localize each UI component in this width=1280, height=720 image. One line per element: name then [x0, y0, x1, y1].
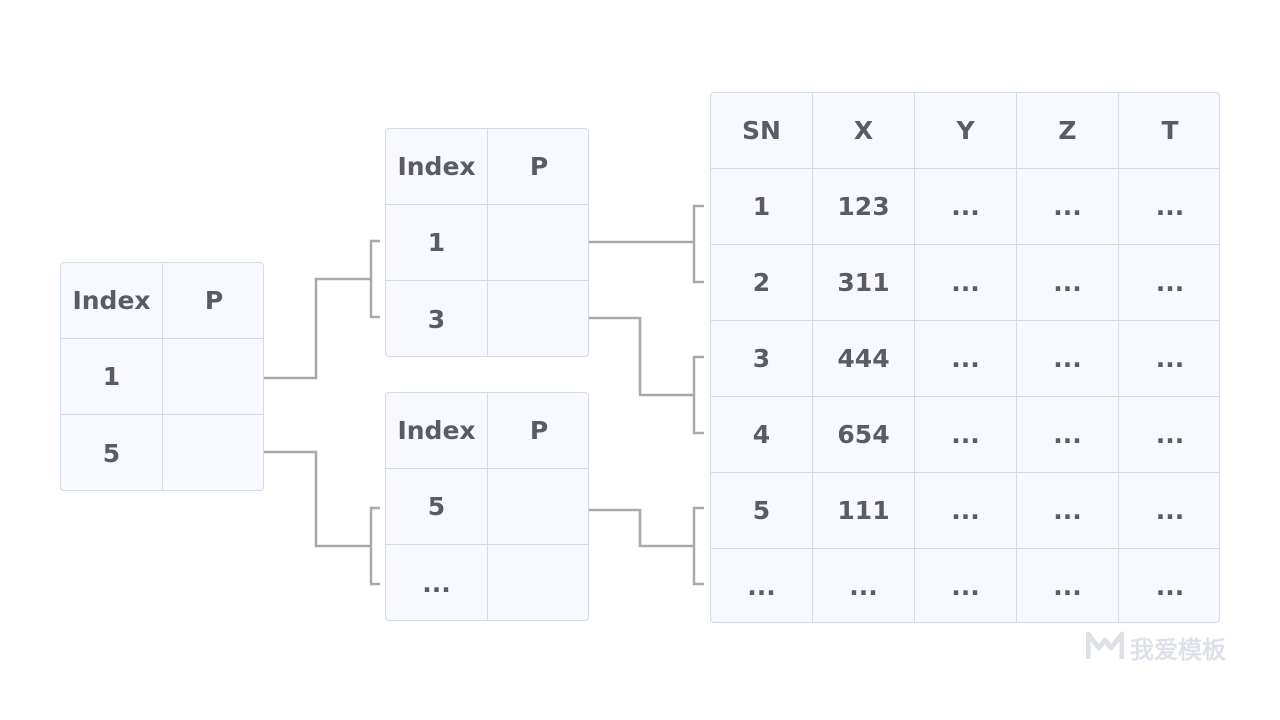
logo-m-icon [1085, 631, 1125, 665]
watermark: 我爱模板 [1085, 630, 1226, 665]
header-cell: P [488, 129, 588, 205]
index-cell: 1 [386, 205, 488, 281]
index-cell: 5 [386, 469, 488, 545]
data-cell: ... [1017, 245, 1119, 321]
data-cell: ... [1017, 169, 1119, 245]
data-cell: 123 [813, 169, 915, 245]
pointer-cell [488, 545, 588, 620]
data-cell: 111 [813, 473, 915, 549]
watermark-text: 我爱模板 [1130, 636, 1226, 664]
index-cell: 1 [61, 339, 163, 415]
mid-index-table-b: Index P 5 ... [385, 392, 589, 621]
header-cell: T [1119, 93, 1219, 169]
data-cell: ... [711, 549, 813, 622]
data-cell: ... [915, 245, 1017, 321]
header-cell: Y [915, 93, 1017, 169]
header-cell: P [163, 263, 263, 339]
mid-index-table-a: Index P 1 3 [385, 128, 589, 357]
data-cell: ... [915, 321, 1017, 397]
pointer-cell [488, 281, 588, 356]
pointer-cell [163, 339, 263, 415]
root-index-table: Index P 1 5 [60, 262, 264, 491]
pointer-cell [488, 205, 588, 281]
data-cell: 1 [711, 169, 813, 245]
header-cell: Z [1017, 93, 1119, 169]
data-cell: ... [915, 397, 1017, 473]
header-cell: Index [386, 129, 488, 205]
data-cell: ... [1155, 572, 1185, 601]
data-cell: ... [1119, 397, 1219, 473]
data-cell: ... [1017, 397, 1119, 473]
data-cell: 5 [711, 473, 813, 549]
data-cell: ... [1017, 321, 1119, 397]
pointer-cell [163, 415, 263, 490]
data-cell: ... [1017, 549, 1119, 622]
data-cell: ... [813, 549, 915, 622]
data-cell: ... [915, 473, 1017, 549]
pointer-cell [488, 469, 588, 545]
data-cell: ... [1119, 169, 1219, 245]
header-cell: SN [711, 93, 813, 169]
data-cell: ... [1017, 473, 1119, 549]
data-cell: 3 [711, 321, 813, 397]
index-cell: 3 [386, 281, 488, 356]
index-cell: 5 [61, 415, 163, 490]
data-cell: ... [1119, 245, 1219, 321]
data-cell: ... [1119, 473, 1219, 549]
data-cell: ... [915, 169, 1017, 245]
index-cell: ... [386, 545, 488, 620]
data-cell: 311 [813, 245, 915, 321]
header-cell: Index [61, 263, 163, 339]
data-cell: 2 [711, 245, 813, 321]
header-cell: P [488, 393, 588, 469]
data-cell: 4 [711, 397, 813, 473]
data-cell: ... [915, 549, 1017, 622]
data-cell: 654 [813, 397, 915, 473]
data-cell: ... [1119, 321, 1219, 397]
header-cell: Index [386, 393, 488, 469]
data-cell: 444 [813, 321, 915, 397]
header-cell: X [813, 93, 915, 169]
